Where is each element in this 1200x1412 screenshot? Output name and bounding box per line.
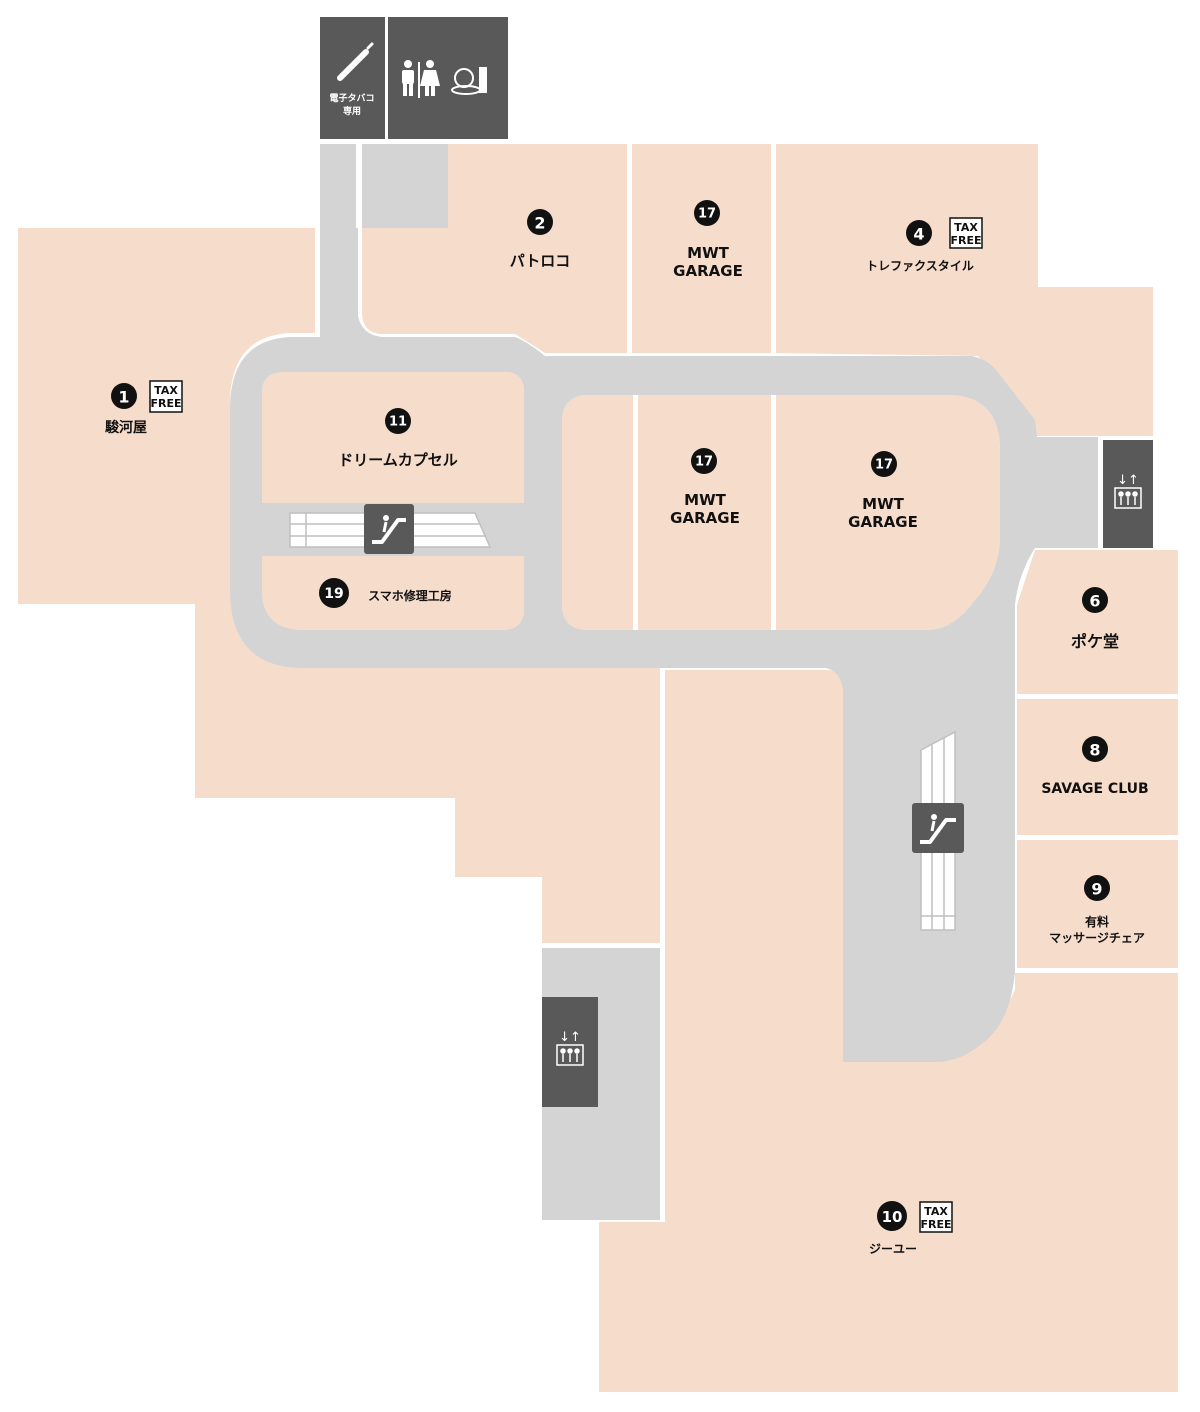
restroom-divider <box>418 62 420 98</box>
shop-area-9[interactable] <box>1017 840 1178 968</box>
shop-area-11[interactable] <box>262 372 524 503</box>
elevator-bottom[interactable]: ↓↑ <box>542 997 598 1107</box>
shop-name: ポケ堂 <box>1071 632 1119 651</box>
shop-number: 2 <box>534 214 545 233</box>
main-loop-corridor <box>230 316 1098 1062</box>
svg-text:TAX: TAX <box>954 221 978 234</box>
escalator-left[interactable] <box>289 504 492 554</box>
shop-name-line1: MWT <box>687 244 729 262</box>
shop-label-1[interactable]: 1 TAX FREE 駿河屋 <box>105 380 183 436</box>
shop-number: 1 <box>118 388 129 407</box>
smoking-label-2: 専用 <box>343 105 361 117</box>
shop-number: 19 <box>324 586 343 602</box>
shop-number: 11 <box>389 415 407 430</box>
shop-label-19[interactable]: 19 スマホ修理工房 <box>319 578 452 608</box>
shop-number: 10 <box>882 1208 903 1226</box>
shop-label-17-center[interactable]: 17 MWT GARAGE <box>670 448 740 527</box>
shop-area-2[interactable] <box>362 144 627 353</box>
shop-area-8[interactable] <box>1017 699 1178 835</box>
shop-area-17-center[interactable] <box>638 395 771 630</box>
shop-label-17-top[interactable]: 17 MWT GARAGE <box>673 200 743 280</box>
shop-areas <box>18 144 1178 1392</box>
smoking-label-1: 電子タバコ <box>329 92 374 104</box>
shop-name-line1: MWT <box>684 491 726 509</box>
shop-label-9[interactable]: 9 有料 マッサージチェア <box>1049 875 1145 945</box>
escalator-icon <box>364 504 414 554</box>
corridor-top-room <box>362 144 448 228</box>
shop-name: ドリームカプセル <box>338 451 458 469</box>
male-restroom-icon <box>402 60 414 96</box>
shop-label-11[interactable]: 11 ドリームカプセル <box>338 408 458 469</box>
shop-area-10[interactable] <box>599 670 1178 1392</box>
shop-name-line2: GARAGE <box>673 262 743 280</box>
shop-name-line1: 有料 <box>1085 914 1109 929</box>
shop-name: スマホ修理工房 <box>368 588 452 603</box>
smoking-room[interactable]: 電子タバコ 専用 <box>320 17 385 139</box>
shop-name: パトロコ <box>510 252 570 270</box>
female-restroom-icon <box>420 60 440 96</box>
shop-name: 駿河屋 <box>105 419 147 436</box>
shop-number: 8 <box>1089 741 1100 760</box>
shop-label-4[interactable]: 4 TAX FREE トレファクスタイル <box>866 217 983 273</box>
shop-name: SAVAGE CLUB <box>1041 781 1148 797</box>
shop-name-line2: GARAGE <box>670 509 740 527</box>
shop-dividers <box>356 144 1178 1222</box>
e-cigarette-icon <box>337 42 374 81</box>
shop-area-6[interactable] <box>1017 550 1178 694</box>
elevator-arrows-icon: ↓↑ <box>1117 473 1139 488</box>
shop-area-17-top[interactable] <box>632 144 771 353</box>
elevator-right[interactable]: ↓↑ <box>1103 440 1153 548</box>
restroom[interactable] <box>388 17 508 139</box>
shop-name-line2: GARAGE <box>848 513 918 531</box>
svg-text:FREE: FREE <box>950 234 981 247</box>
svg-text:FREE: FREE <box>920 1218 951 1231</box>
shop-area-4[interactable] <box>776 144 1153 436</box>
escalator-right[interactable] <box>912 730 964 931</box>
shop-number: 17 <box>698 207 716 222</box>
tax-free-badge: TAX FREE <box>919 1201 953 1233</box>
shop-number: 17 <box>875 458 893 473</box>
escalator-icon <box>912 803 964 853</box>
elevator-arrows-icon: ↓↑ <box>559 1030 581 1045</box>
shop-name: トレファクスタイル <box>866 259 974 273</box>
elevator-icon <box>556 1044 584 1066</box>
shop-label-6[interactable]: 6 ポケ堂 <box>1071 587 1119 651</box>
shop-number: 17 <box>695 455 713 470</box>
corridor-top-left <box>320 144 358 344</box>
shop-area-19[interactable] <box>262 556 524 630</box>
shop-name-line1: MWT <box>862 495 904 513</box>
tax-free-badge: TAX FREE <box>949 217 983 249</box>
shop-number: 9 <box>1091 880 1102 899</box>
svg-text:FREE: FREE <box>150 397 181 410</box>
shop-label-8[interactable]: 8 SAVAGE CLUB <box>1041 736 1149 797</box>
shop-label-17-right[interactable]: 17 MWT GARAGE <box>848 451 918 531</box>
shop-name-line2: マッサージチェア <box>1049 931 1145 945</box>
powder-room-icon <box>451 67 487 95</box>
shop-label-10[interactable]: 10 TAX FREE ジーユー <box>869 1201 953 1256</box>
shop-label-2[interactable]: 2 パトロコ <box>510 209 570 270</box>
svg-text:TAX: TAX <box>924 1205 948 1218</box>
shop-number: 6 <box>1089 592 1100 611</box>
tax-free-badge: TAX FREE <box>149 380 183 413</box>
elevator-icon <box>1114 487 1142 509</box>
shop-name: ジーユー <box>869 1242 917 1256</box>
shop-area-17-right[interactable] <box>776 395 1000 630</box>
shop-number: 4 <box>913 225 924 244</box>
shop-area-center-left[interactable] <box>562 395 633 630</box>
svg-text:TAX: TAX <box>154 384 178 397</box>
